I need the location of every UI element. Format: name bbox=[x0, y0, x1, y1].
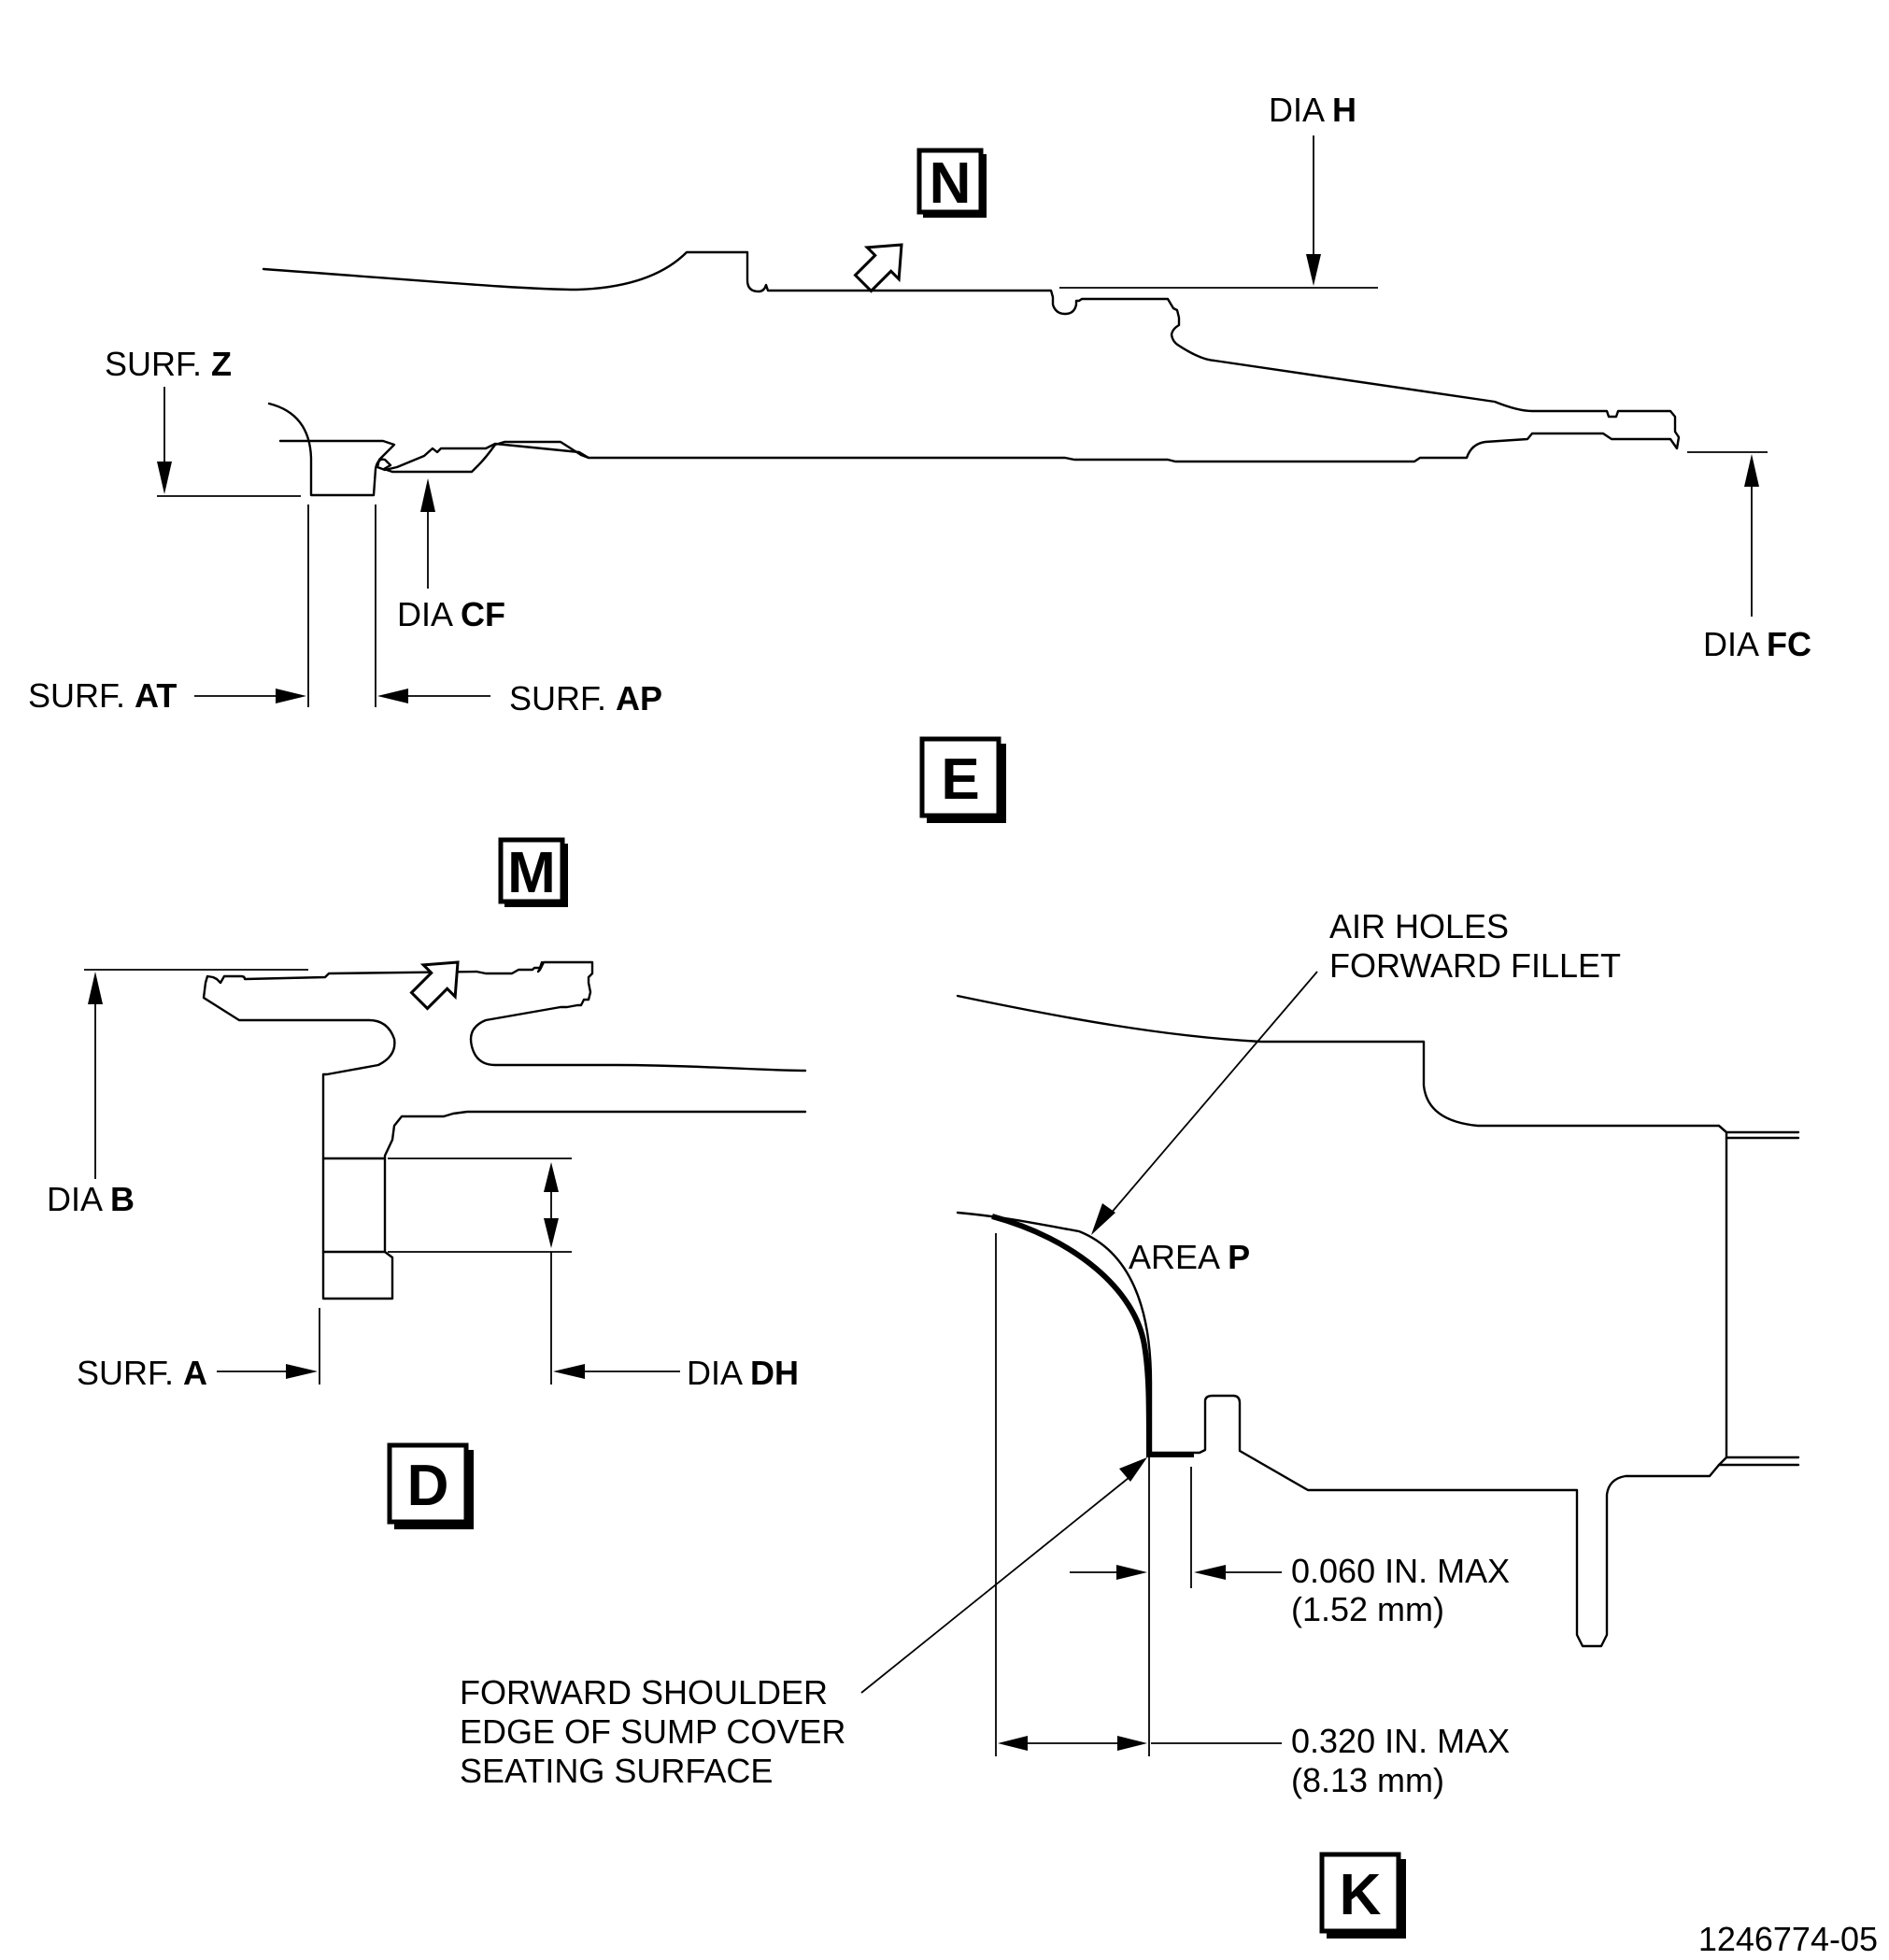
surf-a-label: SURF. A bbox=[77, 1354, 207, 1392]
svg-text:E: E bbox=[941, 747, 979, 812]
area-p-label: AREA P bbox=[1129, 1238, 1250, 1276]
dim-large-arrowhead-right bbox=[1117, 1736, 1147, 1751]
dim-small-metric: (1.52 mm) bbox=[1291, 1590, 1444, 1628]
svg-text:M: M bbox=[507, 841, 556, 905]
section-callout-m: M bbox=[498, 837, 568, 907]
dim-small-arrowhead-right bbox=[1194, 1565, 1226, 1580]
surf-z-label: SURF. Z bbox=[105, 345, 232, 383]
dia-dh-arrowhead bbox=[553, 1364, 585, 1379]
view-k-right-panel bbox=[1717, 1124, 1800, 1467]
section-callout-n: N bbox=[916, 148, 987, 218]
dia-dh-arrowhead-up bbox=[544, 1162, 559, 1192]
view-m-direction-arrow bbox=[409, 960, 460, 1011]
view-k-upper-profile bbox=[956, 994, 1800, 1140]
surf-ap-arrowhead bbox=[377, 689, 408, 703]
air-holes-arrowhead bbox=[1091, 1203, 1115, 1235]
view-k-lower-profile bbox=[956, 1211, 1721, 1648]
dia-b-label: DIA B bbox=[47, 1180, 135, 1218]
surf-at-arrowhead bbox=[276, 689, 306, 703]
shoulder-leader bbox=[860, 1477, 1129, 1694]
view-label-e: E bbox=[919, 736, 1006, 823]
shoulder-note-line-2: EDGE OF SUMP COVER bbox=[460, 1712, 845, 1751]
dia-dh-label: DIA DH bbox=[687, 1354, 799, 1392]
dia-fc-arrowhead bbox=[1744, 454, 1759, 487]
dia-dh-arrowhead-down bbox=[544, 1218, 559, 1248]
svg-text:K: K bbox=[1340, 1863, 1382, 1927]
svg-text:D: D bbox=[407, 1454, 449, 1518]
surf-at-label: SURF. AT bbox=[28, 676, 177, 715]
dim-large-inches: 0.320 IN. MAX bbox=[1291, 1722, 1510, 1760]
view-k: AIR HOLES FORWARD FILLET AREA P 0.060 IN… bbox=[460, 907, 1800, 1939]
view-e-upper-profile bbox=[263, 252, 1889, 470]
shoulder-note-line-3: SEATING SURFACE bbox=[460, 1752, 773, 1790]
view-e-lower-profile bbox=[267, 402, 590, 497]
view-d: DIA B SURF. A DIA DH M D bbox=[47, 837, 807, 1529]
view-label-d: D bbox=[387, 1442, 474, 1529]
view-n-direction-arrow bbox=[853, 243, 903, 293]
dim-large-arrowhead-left bbox=[998, 1736, 1028, 1751]
view-e: DIA H SURF. Z DIA CF DIA FC SURF. AT SUR… bbox=[28, 91, 1889, 823]
view-label-k: K bbox=[1319, 1852, 1406, 1939]
view-d-profile bbox=[202, 960, 807, 1300]
air-holes-leader bbox=[1109, 971, 1318, 1215]
shoulder-arrowhead bbox=[1119, 1457, 1147, 1482]
surf-z-arrowhead bbox=[157, 462, 172, 494]
dim-small-inches: 0.060 IN. MAX bbox=[1291, 1552, 1510, 1590]
svg-text:N: N bbox=[930, 151, 972, 216]
dim-small-arrowhead-left bbox=[1116, 1565, 1147, 1580]
dia-cf-label: DIA CF bbox=[397, 595, 505, 633]
figure-number: 1246774-05 bbox=[1698, 1920, 1878, 1958]
air-holes-label: AIR HOLES bbox=[1329, 907, 1509, 945]
surf-a-arrowhead bbox=[286, 1364, 318, 1379]
dia-fc-label: DIA FC bbox=[1703, 625, 1811, 663]
dia-b-arrowhead bbox=[88, 972, 103, 1004]
dia-h-arrowhead bbox=[1306, 254, 1321, 286]
dia-h-label: DIA H bbox=[1269, 91, 1356, 129]
shoulder-note-line-1: FORWARD SHOULDER bbox=[460, 1673, 828, 1711]
forward-fillet-label: FORWARD FILLET bbox=[1329, 946, 1621, 985]
area-p-fillet bbox=[991, 1214, 1194, 1457]
surf-ap-label: SURF. AP bbox=[509, 679, 662, 717]
dia-cf-arrowhead bbox=[420, 478, 435, 512]
dim-large-metric: (8.13 mm) bbox=[1291, 1761, 1444, 1799]
